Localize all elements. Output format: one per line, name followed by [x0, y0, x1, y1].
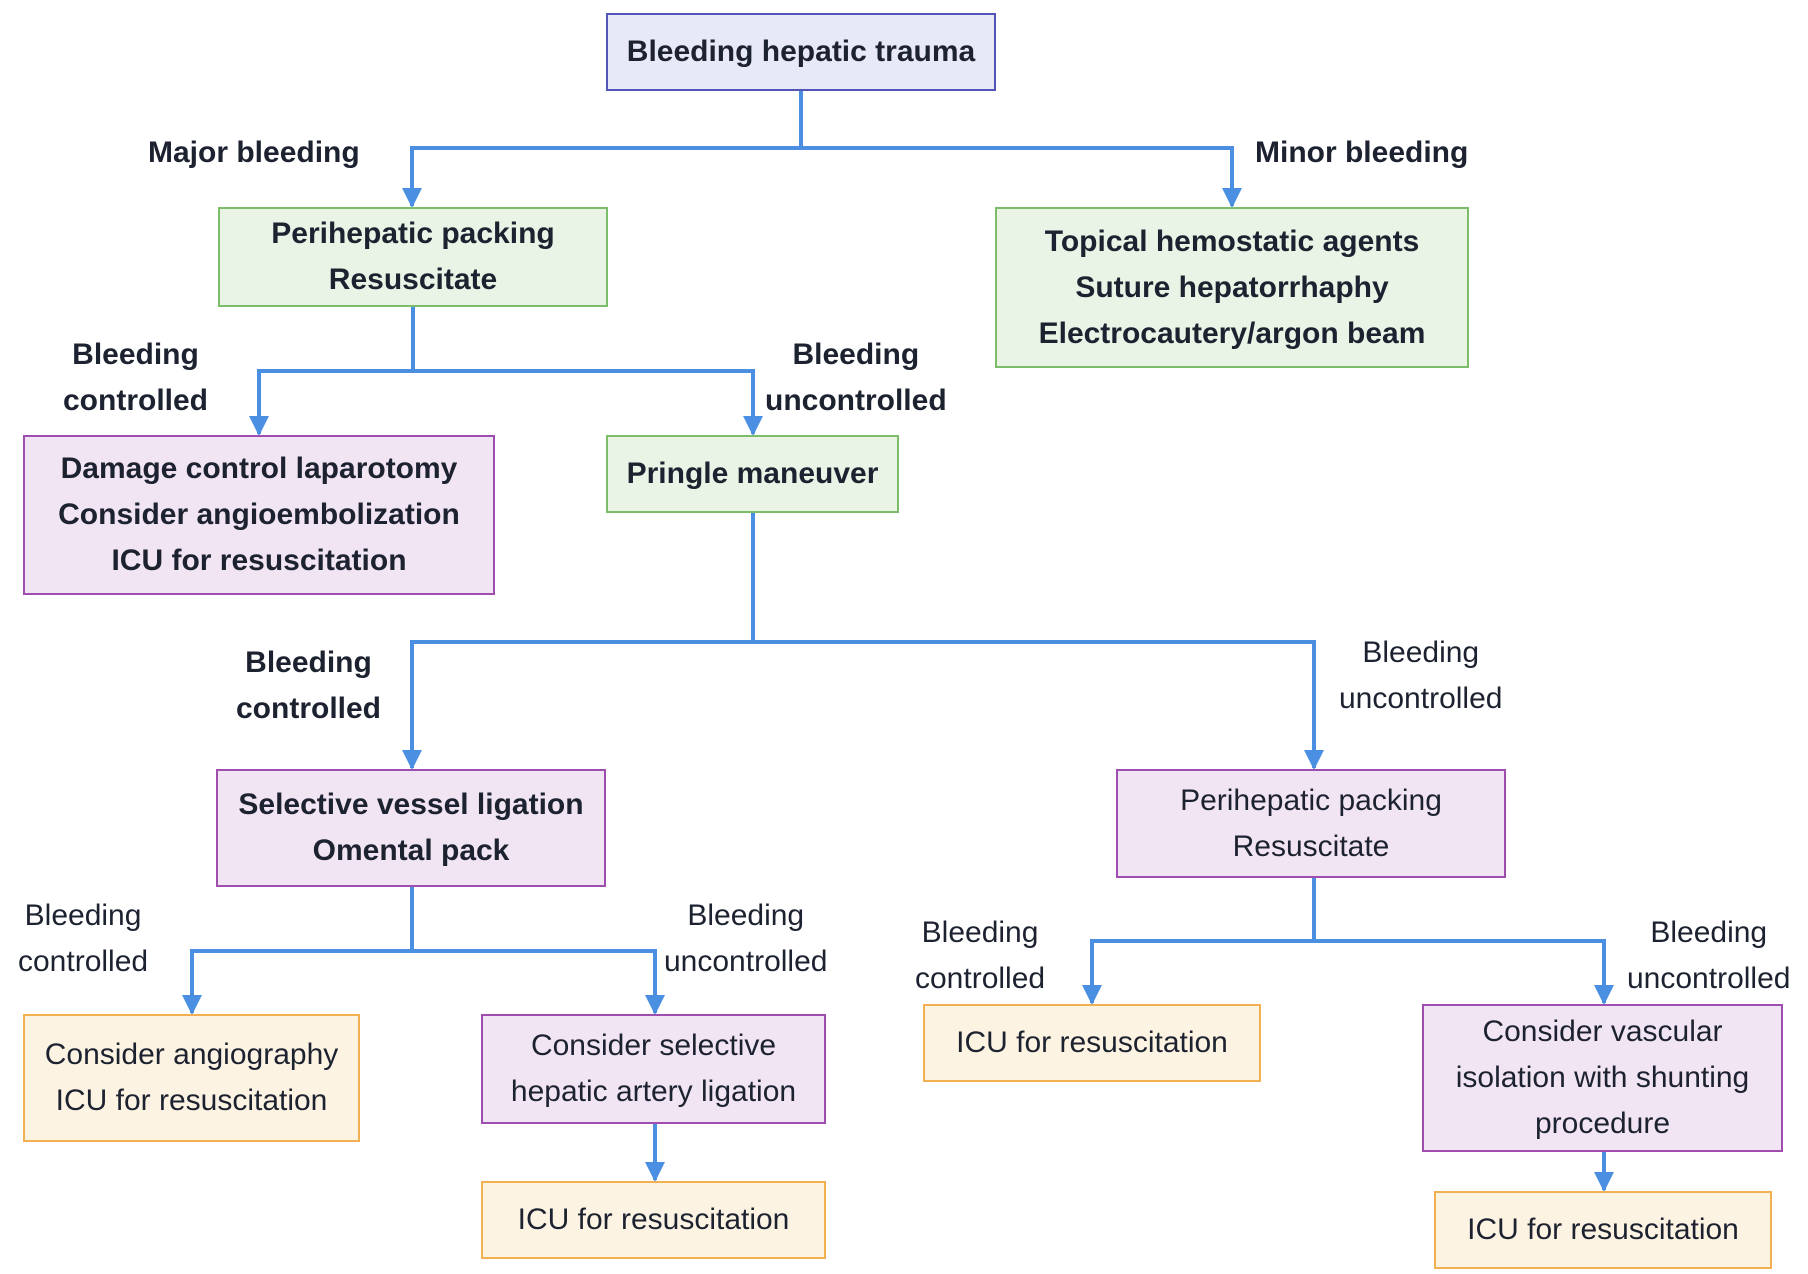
node-line: Electrocautery/argon beam [1038, 316, 1426, 350]
edge-label-line: Bleeding [921, 916, 1039, 949]
edge-label-line: Bleeding [1650, 916, 1768, 949]
selective-ligation-node: Selective vessel ligation Omental pack [216, 769, 606, 887]
edge-label-uncontrolled-4: Bleeding uncontrolled [1627, 910, 1790, 1002]
edge-label-line: Bleeding [245, 646, 372, 679]
node-line: isolation with shunting [1455, 1061, 1750, 1094]
edge-label-line: controlled [63, 384, 209, 417]
node-line: Consider angiography [44, 1038, 339, 1071]
edge-label-line: uncontrolled [765, 384, 947, 417]
edge-label-controlled-3: Bleeding controlled [18, 893, 148, 985]
node-line: Consider angioembolization [58, 498, 460, 531]
hepatic-artery-ligation-node: Consider selective hepatic artery ligati… [481, 1014, 826, 1124]
icu-after-isolation-node: ICU for resuscitation [1434, 1191, 1772, 1269]
edge-label-line: controlled [236, 692, 382, 725]
edge-packing-to-pringle [413, 369, 763, 436]
node-line: Resuscitate [1232, 829, 1390, 863]
major-packing-node: Perihepatic packing Resuscitate [218, 207, 608, 307]
pringle-node: Pringle maneuver [606, 435, 899, 513]
edge-label-major-bleeding: Major bleeding [148, 130, 360, 176]
node-line: Consider selective [530, 1029, 777, 1062]
edge-label-line: controlled [18, 945, 149, 978]
edge-pringle-to-second-packing [753, 640, 1324, 770]
second-packing-node: Perihepatic packing Resuscitate [1116, 769, 1506, 878]
edge-label-uncontrolled-1: Bleeding uncontrolled [765, 332, 947, 424]
node-line: procedure [1534, 1107, 1671, 1140]
node-line: Topical hemostatic agents [1044, 224, 1420, 258]
node-line: hepatic artery ligation [510, 1075, 797, 1108]
node-line: Omental pack [312, 834, 510, 867]
edge-label-uncontrolled-2: Bleeding uncontrolled [1339, 630, 1502, 722]
edge-label-controlled-4: Bleeding controlled [915, 910, 1045, 1002]
edge-label-controlled-1: Bleeding controlled [63, 332, 208, 424]
node-line: Perihepatic packing [271, 217, 555, 250]
edge-label-line: Major bleeding [148, 136, 360, 169]
edge-ligation-to-angiography [182, 887, 414, 1015]
edge-packing2-to-icu [1082, 878, 1316, 1005]
node-line: Consider vascular [1482, 1015, 1723, 1048]
node-line: ICU for resuscitation [55, 1084, 328, 1117]
node-line: Damage control laparotomy [60, 452, 458, 485]
node-line: Perihepatic packing [1180, 783, 1442, 817]
edge-packing2-to-vascular-isolation [1314, 939, 1614, 1005]
node-line: ICU for resuscitation [956, 1026, 1228, 1059]
edge-label-minor-bleeding: Minor bleeding [1255, 130, 1468, 176]
edge-label-line: controlled [915, 962, 1046, 995]
node-line: Suture hepatorrhaphy [1075, 270, 1389, 304]
node-line: ICU for resuscitation [111, 544, 407, 577]
edge-packing-to-damage-control [249, 306, 415, 436]
edge-label-line: Bleeding [687, 899, 805, 932]
angiography-node: Consider angiography ICU for resuscitati… [23, 1014, 360, 1142]
icu-after-packing-node: ICU for resuscitation [923, 1004, 1261, 1082]
node-line: ICU for resuscitation [1467, 1213, 1739, 1246]
node-line: ICU for resuscitation [517, 1203, 790, 1236]
edge-pringle-to-selective-ligation [402, 512, 755, 770]
edge-label-controlled-2: Bleeding controlled [236, 640, 381, 732]
edge-label-line: Bleeding [792, 338, 920, 371]
node-line: Pringle maneuver [626, 457, 879, 490]
root-node: Bleeding hepatic trauma [606, 13, 996, 91]
vascular-isolation-node: Consider vascular isolation with shuntin… [1422, 1004, 1783, 1152]
node-line: Bleeding hepatic trauma [626, 35, 976, 68]
edge-label-line: uncontrolled [664, 945, 828, 978]
edge-label-line: uncontrolled [1627, 962, 1791, 995]
edge-root-to-minor-treatment [801, 146, 1242, 208]
edge-label-line: Minor bleeding [1255, 136, 1469, 169]
edge-label-line: Bleeding [24, 899, 142, 932]
node-line: Resuscitate [328, 263, 498, 296]
edge-label-uncontrolled-3: Bleeding uncontrolled [664, 893, 827, 985]
edge-label-line: Bleeding [72, 338, 199, 371]
edge-root-to-major-packing [402, 90, 803, 208]
edge-ligation-to-artery-ligation [412, 949, 665, 1015]
edge-label-line: uncontrolled [1339, 682, 1503, 715]
edge-label-line: Bleeding [1362, 636, 1480, 669]
icu-after-ligation-node: ICU for resuscitation [481, 1181, 826, 1259]
node-line: Selective vessel ligation [238, 788, 584, 821]
damage-control-node: Damage control laparotomy Consider angio… [23, 435, 495, 595]
minor-treatment-node: Topical hemostatic agents Suture hepator… [995, 207, 1469, 368]
